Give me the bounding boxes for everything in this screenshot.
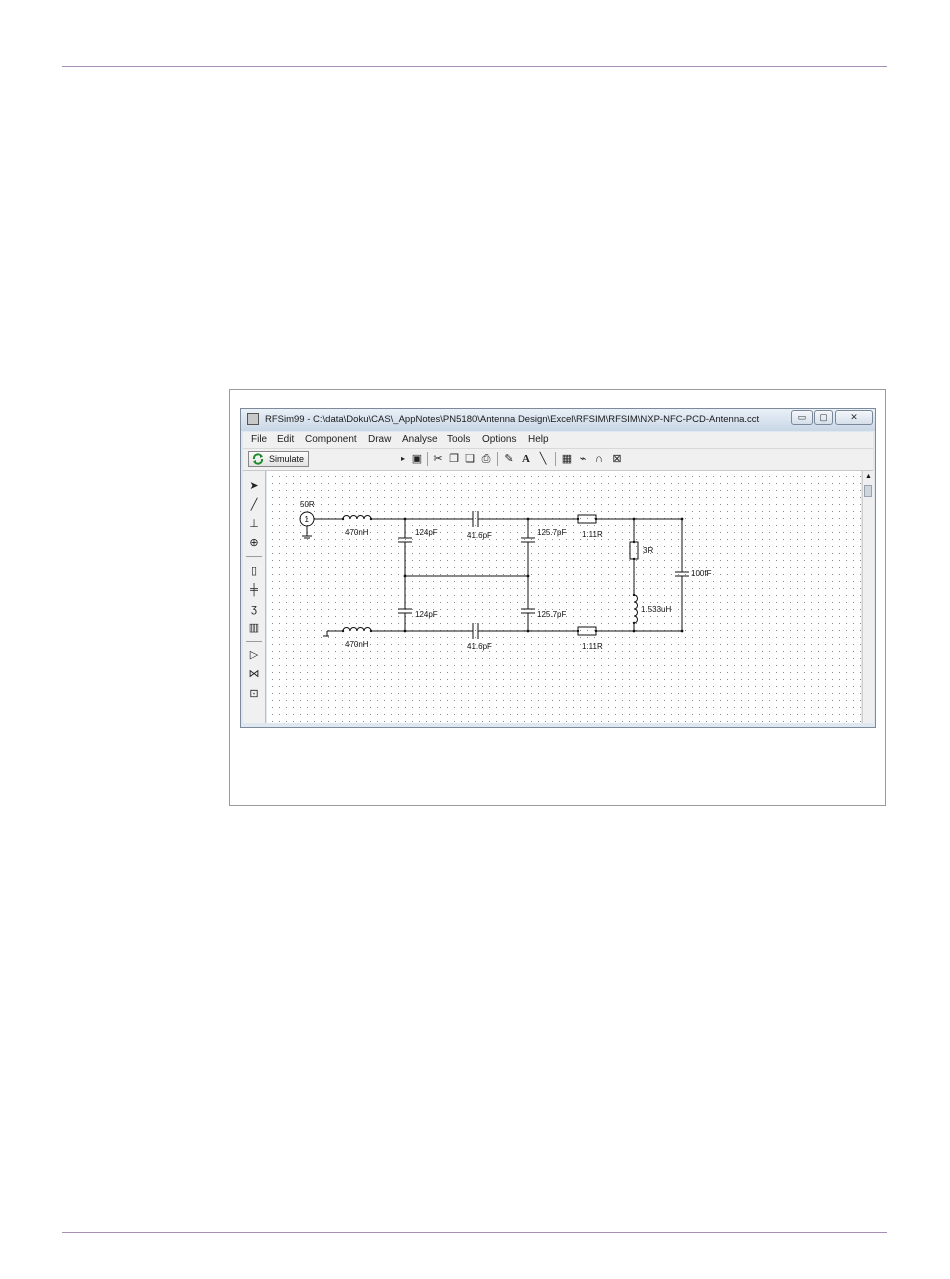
- label-c-shunt2-top: 125.7pF: [537, 528, 566, 537]
- menu-component[interactable]: Component: [305, 434, 357, 445]
- dropdown-arrow-icon[interactable]: ▸: [400, 454, 405, 463]
- close-button[interactable]: ✕: [835, 410, 873, 425]
- transformer-icon[interactable]: ⋈: [248, 668, 260, 680]
- print-icon[interactable]: ⎙: [481, 453, 491, 465]
- schematic-diagram: 1 50R 470nH 470nH 124pF 124pF 41.6pF 41.…: [299, 500, 712, 651]
- simulate-label: Simulate: [269, 454, 305, 464]
- label-c-shunt2-bottom: 125.7pF: [537, 610, 566, 619]
- calculator-icon[interactable]: ▦: [561, 453, 573, 465]
- scroll-up-arrow-icon[interactable]: ▲: [865, 473, 872, 480]
- label-source-50r: 50R: [300, 500, 315, 509]
- rfsim-window: RFSim99 - C:\data\Doku\CAS\_AppNotes\PN5…: [240, 408, 876, 728]
- text-icon[interactable]: A: [522, 453, 530, 465]
- resistor-1-11r-bottom[interactable]: [577, 626, 597, 636]
- label-l-top: 470nH: [345, 528, 369, 537]
- vertical-scrollbar[interactable]: ▲: [862, 471, 874, 723]
- inductor-1-533uh[interactable]: [633, 594, 638, 624]
- minimize-button[interactable]: ▭: [791, 410, 813, 425]
- source-number: 1: [305, 515, 310, 524]
- schematic-canvas[interactable]: 1 50R 470nH 470nH 124pF 124pF 41.6pF 41.…: [267, 471, 861, 723]
- component-palette: ➤ ╱ ⊥ ⊕ ▯ ╪ ʒ ▥ ▷ ⋈ ⊡: [243, 471, 266, 723]
- resistor-3r[interactable]: [629, 541, 639, 560]
- refresh-icon: [252, 453, 264, 465]
- maximize-button[interactable]: ▢: [814, 410, 833, 425]
- label-l-antenna: 1.533uH: [641, 605, 671, 614]
- label-l-bottom: 470nH: [345, 640, 369, 649]
- wire-icon[interactable]: ╱: [250, 499, 258, 511]
- label-r-antenna: 3R: [643, 546, 653, 555]
- inductor-icon[interactable]: ʒ: [251, 603, 257, 615]
- title-bar[interactable]: RFSim99 - C:\data\Doku\CAS\_AppNotes\PN5…: [241, 409, 875, 431]
- menu-analyse[interactable]: Analyse: [402, 434, 438, 445]
- transmission-line-icon[interactable]: ▥: [248, 622, 260, 634]
- toolbar: Simulate ▸ ▣ ✂ ❐ ❏ ⎙ ✎ A ╲ ▦ ⌁ ∩ ⊠: [243, 449, 873, 471]
- copy-icon[interactable]: ❐: [449, 453, 459, 465]
- amplifier-icon[interactable]: ▷: [249, 649, 259, 661]
- menu-draw[interactable]: Draw: [368, 434, 392, 445]
- wand-icon[interactable]: ✎: [504, 453, 514, 465]
- inductor-470nh-top[interactable]: [342, 515, 372, 520]
- toolbar-separator: [555, 452, 556, 466]
- window-title: RFSim99 - C:\data\Doku\CAS\_AppNotes\PN5…: [265, 414, 760, 425]
- toolbar-separator: [497, 452, 498, 466]
- label-c-shunt1-top: 124pF: [415, 528, 438, 537]
- label-r-top: 1.11R: [582, 530, 603, 539]
- palette-separator: [246, 641, 262, 642]
- menu-help[interactable]: Help: [528, 434, 549, 445]
- footer-rule: [62, 1232, 887, 1233]
- menu-edit[interactable]: Edit: [277, 434, 295, 445]
- port-icon[interactable]: ⊕: [249, 537, 259, 549]
- save-icon[interactable]: ▣: [411, 453, 423, 465]
- menu-options[interactable]: Options: [482, 434, 517, 445]
- label-c-series-bottom: 41.6pF: [467, 642, 492, 651]
- antenna-icon[interactable]: ⌁: [579, 453, 587, 465]
- menu-bar: File Edit Component Draw Analyse Tools O…: [243, 432, 873, 449]
- source-icon[interactable]: ⊡: [249, 688, 259, 700]
- paste-icon[interactable]: ❏: [465, 453, 475, 465]
- figure-frame: RFSim99 - C:\data\Doku\CAS\_AppNotes\PN5…: [229, 389, 886, 806]
- toolbar-separator: [427, 452, 428, 466]
- scroll-thumb[interactable]: [864, 485, 872, 497]
- coil-icon[interactable]: ∩: [595, 453, 603, 465]
- smith-chart-icon[interactable]: ⊠: [612, 453, 622, 465]
- capacitor-icon[interactable]: ╪: [250, 584, 258, 596]
- cut-icon[interactable]: ✂: [433, 453, 443, 465]
- pointer-icon[interactable]: ➤: [249, 480, 259, 492]
- label-c-series-top: 41.6pF: [467, 531, 492, 540]
- menu-tools[interactable]: Tools: [447, 434, 471, 445]
- probe-icon[interactable]: ╲: [539, 453, 547, 465]
- inductor-470nh-bottom[interactable]: [342, 627, 372, 632]
- ground-icon[interactable]: ⊥: [249, 518, 259, 530]
- header-rule: [62, 66, 887, 67]
- app-icon: [247, 413, 259, 425]
- palette-separator: [246, 556, 262, 557]
- label-c-shunt1-bottom: 124pF: [415, 610, 438, 619]
- simulate-button[interactable]: Simulate: [248, 451, 309, 467]
- resistor-1-11r-top[interactable]: [577, 514, 597, 524]
- menu-file[interactable]: File: [251, 434, 268, 445]
- resistor-icon[interactable]: ▯: [250, 565, 258, 577]
- label-c-antenna: 100fF: [691, 569, 712, 578]
- label-r-bottom: 1.11R: [582, 642, 603, 651]
